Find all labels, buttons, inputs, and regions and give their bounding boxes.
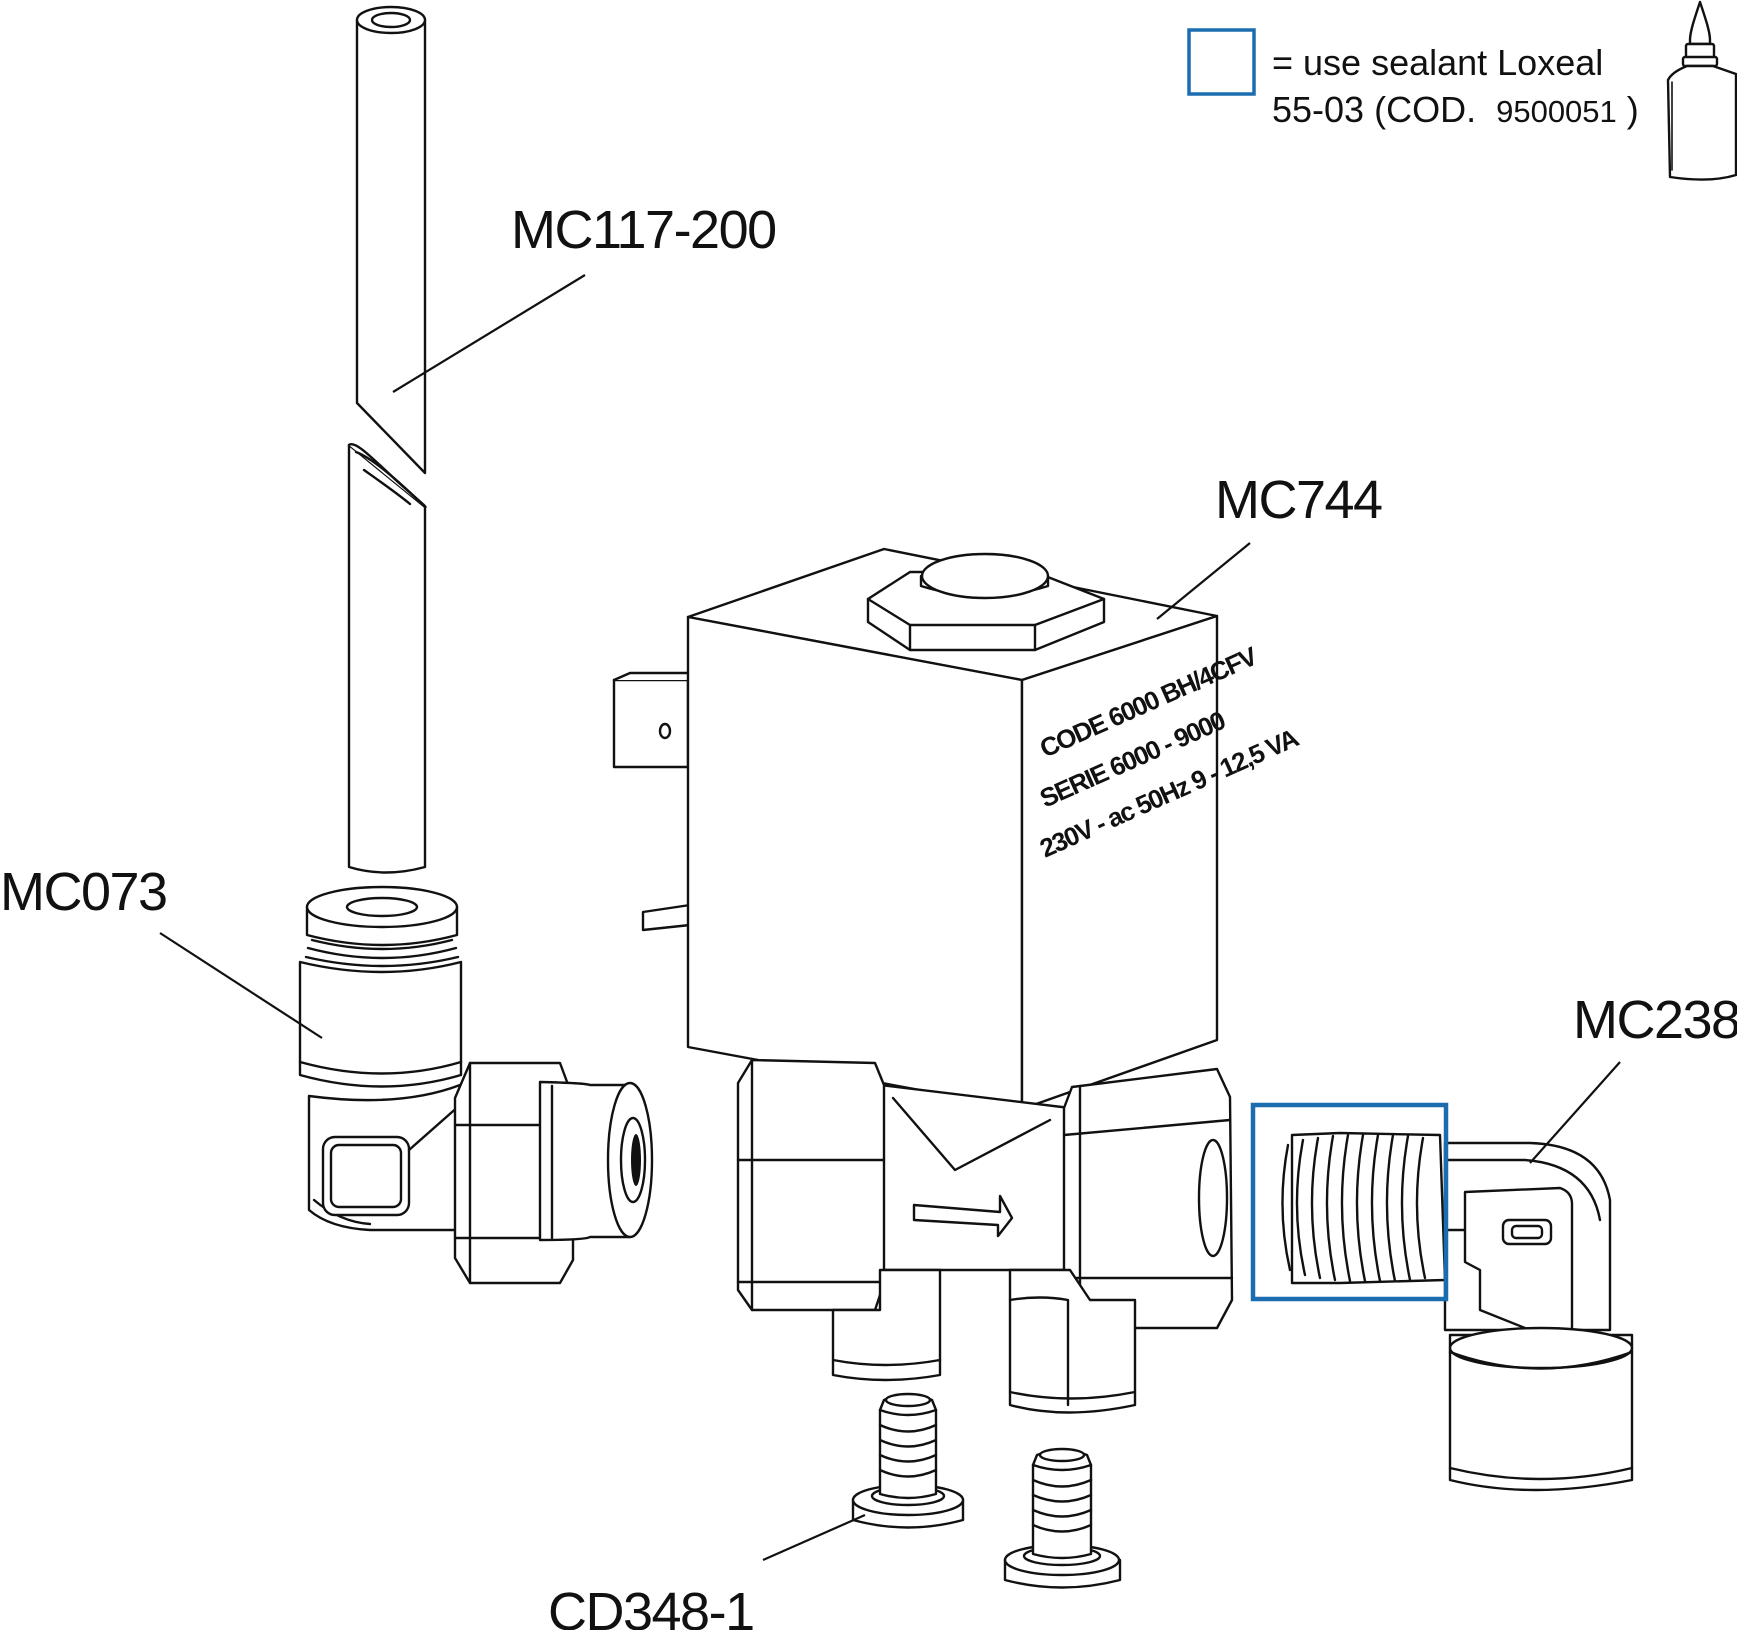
legend-line-2-suffix: ) <box>1627 89 1639 130</box>
elbow-mc238 <box>1281 1131 1634 1492</box>
leader-tube <box>392 274 586 393</box>
leader-elbow <box>1529 1061 1621 1164</box>
thread <box>1281 1133 1427 1283</box>
leader-screw <box>762 1513 866 1562</box>
screw-cd348-1-a <box>851 1392 965 1529</box>
sealant-bottle-icon <box>1666 0 1737 181</box>
solenoid-valve-mc744: CODE 6000 BH/4CFV SERIE 6000 - 9000 230V… <box>612 547 1303 1414</box>
label-fitting: MC073 <box>0 862 167 922</box>
tube-mc117-200 <box>347 5 427 874</box>
screw-cd348-1-b <box>1003 1447 1122 1589</box>
label-screw: CD348-1 <box>548 1582 754 1630</box>
leader-valve <box>1156 542 1251 620</box>
sealant-swatch <box>1187 28 1256 96</box>
legend-line-2: 55-03 (COD. 9500051 ) <box>1272 89 1639 130</box>
label-tube: MC117-200 <box>511 200 776 260</box>
legend-code: 9500051 <box>1496 94 1617 129</box>
sealant-highlight <box>1250 1102 1449 1302</box>
label-valve: MC744 <box>1215 470 1382 530</box>
legend: = use sealant Loxeal 55-03 (COD. 9500051… <box>1187 0 1737 181</box>
legend-line-2-prefix: 55-03 (COD. <box>1272 89 1476 130</box>
label-elbow: MC238 <box>1573 990 1737 1050</box>
legend-line-1: = use sealant Loxeal <box>1272 42 1603 83</box>
leader-fitting <box>159 932 323 1039</box>
fitting-mc073 <box>298 885 654 1285</box>
